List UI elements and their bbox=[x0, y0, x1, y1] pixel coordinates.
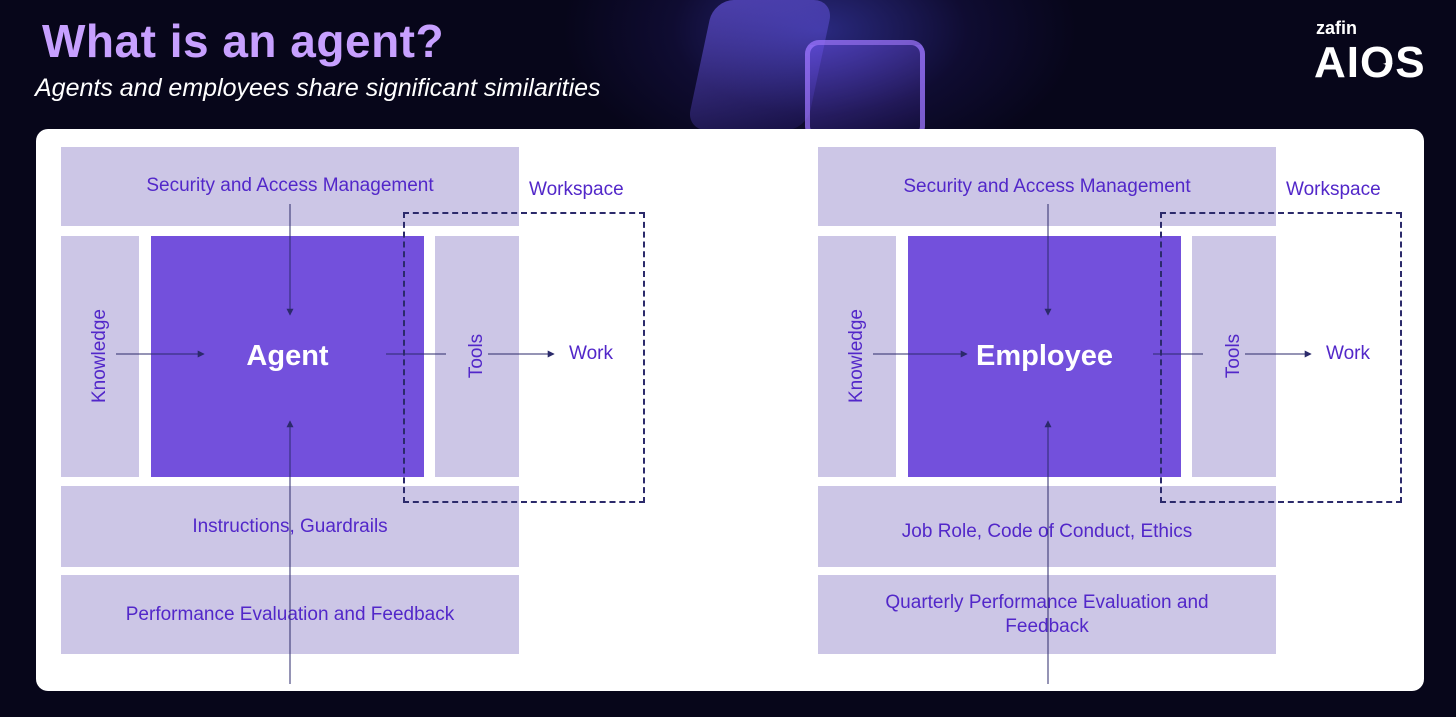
background-shape bbox=[805, 40, 925, 140]
performance-box: Quarterly Performance Evaluation and Fee… bbox=[818, 575, 1276, 654]
employee-arrows bbox=[873, 204, 1312, 684]
logo-product-name: AIOS bbox=[1314, 38, 1426, 87]
instructions-label: Job Role, Code of Conduct, Ethics bbox=[901, 521, 1193, 542]
employee-diagram: Security and Access Management Knowledge… bbox=[793, 129, 1433, 691]
employee-box: Employee bbox=[908, 236, 1181, 477]
security-label: Security and Access Management bbox=[903, 175, 1191, 197]
background-shape bbox=[686, 0, 834, 130]
tools-box: Tools bbox=[1192, 236, 1276, 477]
workspace-label: Workspace bbox=[529, 179, 624, 200]
diagram-card: Security and Access Management Knowledge… bbox=[36, 129, 1424, 691]
sparkle-icon: ✦ bbox=[1382, 56, 1394, 72]
workspace-label: Workspace bbox=[1286, 179, 1381, 200]
page-title: What is an agent? bbox=[42, 15, 445, 67]
security-box: Security and Access Management bbox=[818, 147, 1276, 226]
knowledge-box: Knowledge bbox=[818, 236, 896, 477]
work-label: Work bbox=[1326, 343, 1370, 364]
agent-box: Agent bbox=[151, 236, 424, 477]
agent-diagram: Security and Access Management Knowledge… bbox=[36, 129, 676, 691]
security-label: Security and Access Management bbox=[146, 175, 434, 196]
page-subtitle: Agents and employees share significant s… bbox=[35, 74, 601, 102]
work-label: Work bbox=[569, 343, 613, 364]
instructions-box: Job Role, Code of Conduct, Ethics bbox=[818, 486, 1276, 567]
performance-label: Quarterly Performance Evaluation and Fee… bbox=[885, 591, 1209, 637]
agent-label: Agent bbox=[246, 340, 329, 372]
logo-brand-name: zafin bbox=[1316, 18, 1358, 38]
workspace-boundary bbox=[1160, 212, 1402, 503]
knowledge-box: Knowledge bbox=[61, 236, 139, 477]
brand-logo: zafin AIOS ✦ bbox=[1310, 16, 1435, 87]
agent-arrows bbox=[116, 204, 555, 684]
workspace-boundary bbox=[403, 212, 645, 503]
tools-box: Tools bbox=[435, 236, 519, 477]
employee-label: Employee bbox=[976, 340, 1113, 372]
